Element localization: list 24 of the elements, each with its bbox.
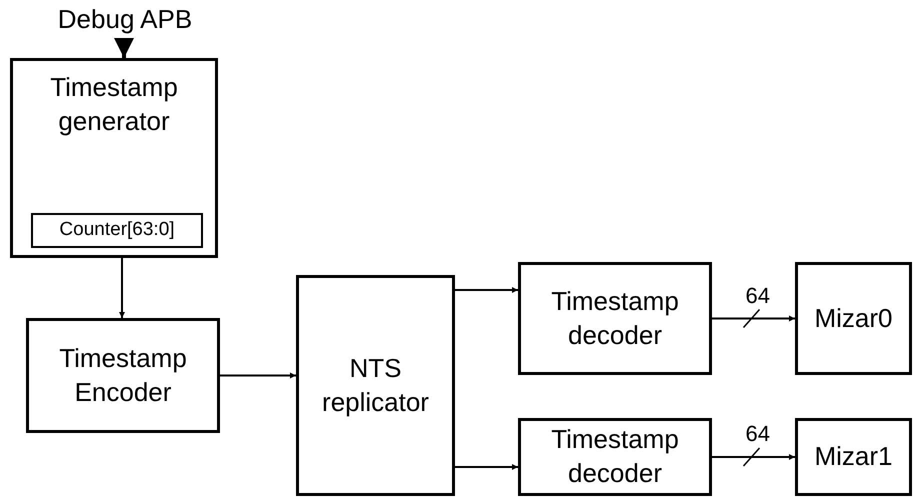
block-box xyxy=(795,418,912,496)
arrow xyxy=(119,258,125,318)
block-label: NTS replicator xyxy=(321,352,430,418)
bus-arrow xyxy=(712,448,795,466)
block-label: Timestamp generator xyxy=(49,71,179,138)
block-label: Mizar0 xyxy=(814,302,892,335)
arrow xyxy=(455,287,518,293)
arrow xyxy=(220,372,296,378)
block-box xyxy=(26,318,220,433)
block-box xyxy=(10,58,218,258)
block-label: Timestamp decoder xyxy=(550,284,680,352)
bus-width-label: 64 xyxy=(746,284,770,306)
block-label: Timestamp Encoder xyxy=(58,342,188,408)
block-box xyxy=(795,262,912,375)
block-label: Counter[63:0] xyxy=(59,218,175,242)
arrow xyxy=(455,464,518,470)
arrow xyxy=(114,38,134,58)
block-box xyxy=(296,275,455,496)
block-box xyxy=(518,418,712,496)
bus-arrow xyxy=(712,309,795,328)
register-box xyxy=(31,213,203,248)
block-label: Timestamp decoder xyxy=(550,423,680,490)
block-label: Mizar1 xyxy=(814,440,892,474)
block-box xyxy=(518,262,712,375)
